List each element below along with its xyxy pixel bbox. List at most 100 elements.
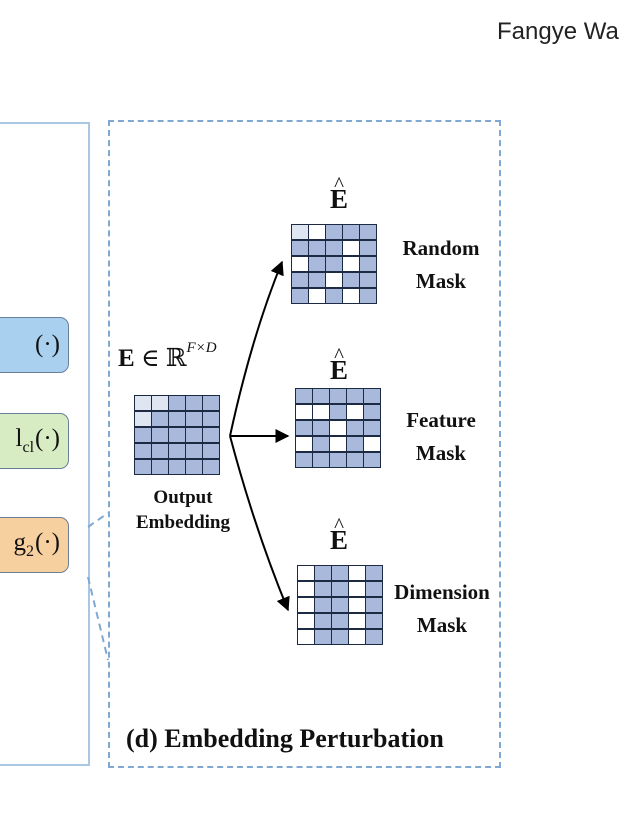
grid-cell	[298, 597, 314, 613]
grid-cell	[349, 629, 365, 644]
grid-cell	[330, 452, 346, 467]
grid-cell	[360, 288, 376, 303]
module-label-3: g2(·)	[13, 529, 60, 560]
grid-cell	[313, 436, 329, 452]
grid-cell	[315, 566, 331, 581]
grid-cell	[298, 566, 314, 581]
grid-cell	[186, 427, 202, 443]
grid-cell	[332, 566, 348, 581]
grid-cell	[203, 459, 219, 474]
grid-cell	[169, 443, 185, 459]
grid-cell	[313, 389, 329, 404]
grid-cell	[152, 396, 168, 411]
dimension-mask-label: Dimension Mask	[394, 580, 490, 637]
random-mask-label: Random Mask	[402, 236, 480, 293]
grid-cell	[330, 404, 346, 420]
grid-cell	[152, 427, 168, 443]
grid-cell	[313, 404, 329, 420]
grid-cell	[343, 240, 359, 256]
output-embedding-grid	[134, 395, 220, 475]
feature-mask-label: Feature Mask	[406, 408, 476, 465]
module-box-2: lcl(·)	[0, 413, 69, 469]
grid-cell	[309, 272, 325, 288]
grid-cell	[152, 411, 168, 427]
grid-cell	[349, 581, 365, 597]
grid-cell	[296, 420, 312, 436]
grid-cell	[135, 396, 151, 411]
grid-cell	[309, 225, 325, 240]
grid-cell	[135, 459, 151, 474]
grid-cell	[296, 389, 312, 404]
grid-cell	[152, 459, 168, 474]
grid-cell	[349, 613, 365, 629]
grid-cell	[203, 427, 219, 443]
grid-cell	[366, 581, 382, 597]
grid-cell	[330, 436, 346, 452]
grid-cell	[152, 443, 168, 459]
grid-cell	[315, 629, 331, 644]
grid-cell	[349, 566, 365, 581]
panel-title: (d) Embedding Perturbation	[126, 724, 444, 753]
grid-cell	[292, 240, 308, 256]
grid-cell	[364, 420, 380, 436]
grid-cell	[292, 272, 308, 288]
grid-cell	[298, 581, 314, 597]
grid-cell	[309, 240, 325, 256]
grid-cell	[326, 256, 342, 272]
grid-cell	[326, 240, 342, 256]
left-panel-border	[0, 122, 90, 766]
grid-cell	[315, 581, 331, 597]
grid-cell	[186, 443, 202, 459]
grid-cell	[364, 404, 380, 420]
grid-cell	[360, 225, 376, 240]
grid-cell	[360, 256, 376, 272]
zoom-connector-top	[87, 512, 109, 528]
grid-cell	[186, 411, 202, 427]
grid-cell	[313, 420, 329, 436]
grid-cell	[343, 288, 359, 303]
grid-cell	[326, 272, 342, 288]
grid-cell	[296, 404, 312, 420]
header-author: Fangye Wa	[497, 18, 619, 45]
grid-cell	[366, 613, 382, 629]
grid-cell	[292, 288, 308, 303]
grid-cell	[360, 272, 376, 288]
grid-cell	[169, 411, 185, 427]
grid-cell	[313, 452, 329, 467]
output-embedding-label: Output Embedding	[136, 487, 230, 533]
grid-cell	[332, 597, 348, 613]
module-box-3: g2(·)	[0, 517, 69, 573]
grid-cell	[330, 389, 346, 404]
grid-cell	[169, 396, 185, 411]
grid-cell	[364, 452, 380, 467]
grid-cell	[298, 629, 314, 644]
ehat-random: E	[327, 171, 351, 213]
ehat-feature: E	[327, 342, 351, 384]
grid-cell	[332, 581, 348, 597]
grid-cell	[315, 597, 331, 613]
embedding-math: E ∈ ℝF×D	[118, 340, 217, 372]
ehat-dimension: E	[327, 512, 351, 554]
grid-cell	[343, 225, 359, 240]
dimension-mask-grid	[297, 565, 383, 645]
module-label-1: (·)	[35, 331, 60, 358]
footer-text-fragment	[60, 800, 520, 813]
zoom-connector-bottom	[87, 576, 109, 661]
grid-cell	[135, 443, 151, 459]
grid-cell	[326, 225, 342, 240]
grid-cell	[349, 597, 365, 613]
arrow-random	[229, 260, 284, 437]
grid-cell	[203, 396, 219, 411]
grid-cell	[360, 240, 376, 256]
grid-cell	[366, 629, 382, 644]
grid-cell	[343, 256, 359, 272]
grid-cell	[347, 389, 363, 404]
grid-cell	[135, 411, 151, 427]
grid-cell	[347, 452, 363, 467]
grid-cell	[366, 566, 382, 581]
grid-cell	[296, 436, 312, 452]
feature-mask-grid	[295, 388, 381, 468]
arrow-dimension	[229, 435, 290, 612]
grid-cell	[366, 597, 382, 613]
